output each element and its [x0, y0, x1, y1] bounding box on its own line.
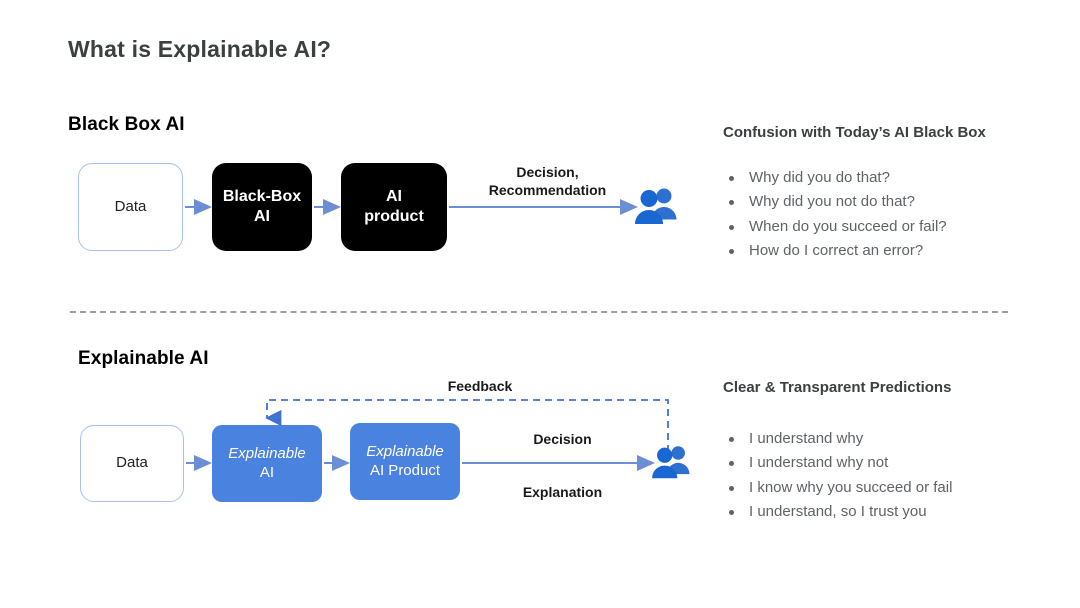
bullet-icon	[729, 175, 734, 181]
node-data-black-box: Data	[78, 163, 183, 251]
list-item-label: I know why you succeed or fail	[749, 478, 953, 496]
page-title: What is Explainable AI?	[68, 36, 332, 62]
list-item: How do I correct an error?	[723, 239, 1023, 263]
node-ai-product: AI product	[341, 163, 447, 251]
panel-title: Confusion with Today’s AI Black Box	[723, 124, 986, 141]
node-label: Data	[114, 197, 147, 215]
panel-confusion: Confusion with Today’s AI Black Box Why …	[723, 122, 1023, 264]
node-explainable-ai: Explainable AI	[212, 425, 322, 502]
explainable-ai-section-heading: Explainable AI	[78, 348, 209, 369]
people-icon	[652, 444, 690, 485]
node-explainable-ai-product: Explainable AI Product	[350, 423, 460, 500]
bullet-icon	[729, 224, 734, 230]
list-item: When do you succeed or fail?	[723, 215, 1023, 239]
list-item-label: Why did you not do that?	[749, 193, 915, 211]
node-label-line2: AI	[254, 208, 270, 225]
section-divider	[70, 311, 1008, 313]
bullet-icon	[729, 249, 734, 255]
bullet-icon	[729, 436, 734, 442]
edge-label-decision-recommendation: Decision, Recommendation	[470, 163, 625, 199]
edge-label-explanation: Explanation	[522, 484, 603, 500]
node-label-line2: AI Product	[369, 461, 441, 479]
bullet-icon	[729, 510, 734, 516]
node-label-line2: AI	[259, 463, 275, 481]
panel-list: Why did you do that? Why did you not do …	[723, 166, 1023, 264]
list-item-label: How do I correct an error?	[749, 242, 924, 260]
black-box-section-heading: Black Box AI	[68, 114, 185, 135]
node-data-explainable: Data	[80, 425, 184, 502]
node-label-line1: Black-Box	[222, 188, 302, 205]
bullet-icon	[729, 485, 734, 491]
list-item-label: Why did you do that?	[749, 168, 890, 186]
edge-label-line1: Decision,	[516, 164, 579, 180]
edge-label-decision: Decision	[533, 431, 592, 447]
list-item: I know why you succeed or fail	[723, 476, 1023, 500]
panel-list: I understand why I understand why not I …	[723, 427, 1023, 525]
panel-title: Clear & Transparent Predictions	[723, 379, 952, 396]
bullet-icon	[729, 200, 734, 206]
list-item: I understand why	[723, 427, 1023, 451]
node-black-box-ai: Black-Box AI	[212, 163, 312, 251]
list-item-label: When do you succeed or fail?	[749, 217, 947, 235]
node-label-line1: AI	[386, 188, 402, 205]
list-item: Why did you not do that?	[723, 190, 1023, 214]
panel-clear-transparent: Clear & Transparent Predictions I unders…	[723, 377, 1023, 525]
node-label: Data	[116, 454, 148, 472]
node-label-line1: Explainable	[366, 442, 444, 460]
list-item-label: I understand why	[749, 429, 864, 447]
list-item-label: I understand, so I trust you	[749, 503, 927, 521]
edge-label-line2: Recommendation	[488, 182, 607, 199]
edge-label-feedback: Feedback	[447, 378, 513, 394]
list-item: Why did you do that?	[723, 166, 1023, 190]
node-label-line1: Explainable	[228, 444, 306, 462]
list-item: I understand, so I trust you	[723, 500, 1023, 524]
bullet-icon	[729, 461, 734, 467]
people-icon	[635, 186, 677, 231]
node-label-line2: product	[364, 208, 424, 225]
list-item-label: I understand why not	[749, 454, 889, 472]
list-item: I understand why not	[723, 451, 1023, 475]
